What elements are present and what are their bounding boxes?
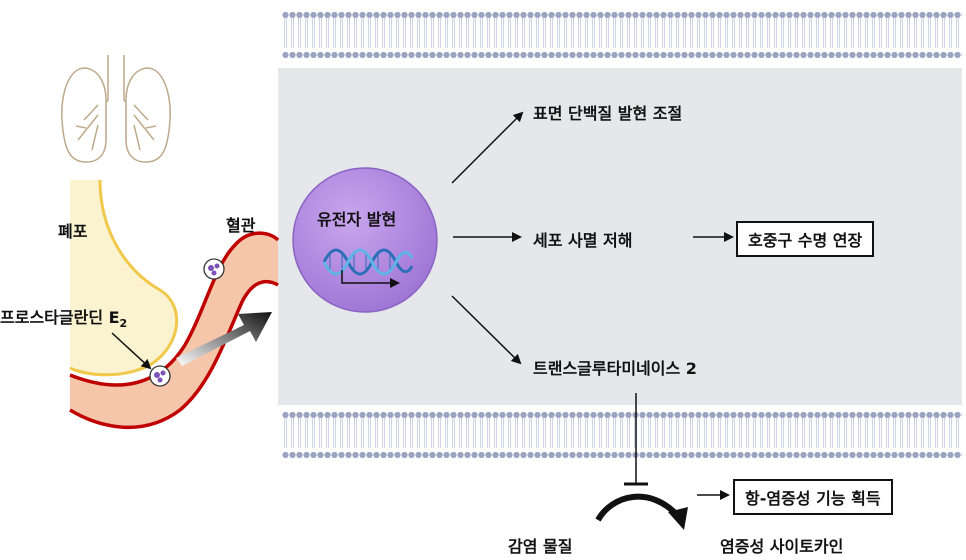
prostaglandin-pointer	[111, 332, 152, 370]
neutrophil-cell-icon	[149, 365, 171, 387]
blood-vessel	[70, 233, 278, 428]
vessel-label: 혈관	[226, 216, 256, 235]
apoptosis-inhibition-label: 세포 사멸 저해	[533, 231, 633, 250]
gene-expression-label: 유전자 발현	[317, 210, 397, 229]
alveolus-wall	[69, 179, 179, 377]
arrow-to-surface-protein	[451, 111, 524, 184]
bottom-membrane	[278, 405, 962, 467]
prostaglandin-text: 프로스타글란딘 E	[0, 308, 120, 327]
dna-helix-icon	[322, 248, 414, 288]
vessel-wall-upper	[69, 231, 280, 387]
alveolus	[70, 180, 177, 375]
cytokine-curve-arrow	[595, 493, 681, 522]
arrow-to-transglutaminase	[451, 295, 522, 365]
curve-arrowhead	[668, 507, 688, 530]
vessel-wall-lower	[69, 279, 279, 430]
infection-label: 감염 물질	[508, 537, 573, 556]
anti-inflammatory-box: 항-염증성 기능 획득	[733, 479, 893, 515]
lung-label: 폐포	[58, 222, 88, 241]
transglutaminase-label: 트랜스글루타미네이스 2	[533, 359, 697, 378]
cytokine-label: 염증성 사이토카인	[720, 537, 844, 556]
surface-protein-label: 표면 단백질 발현 조절	[533, 104, 683, 123]
lungs-illustration	[61, 55, 171, 163]
migration-arrow	[176, 312, 272, 366]
prostaglandin-subscript: 2	[119, 317, 128, 331]
neutrophil-cell-icon	[203, 258, 225, 280]
top-membrane	[278, 0, 962, 68]
nucleus	[292, 167, 438, 313]
lifespan-box: 호중구 수명 연장	[736, 221, 875, 257]
prostaglandin-label: 프로스타글란딘 E2	[0, 304, 127, 330]
